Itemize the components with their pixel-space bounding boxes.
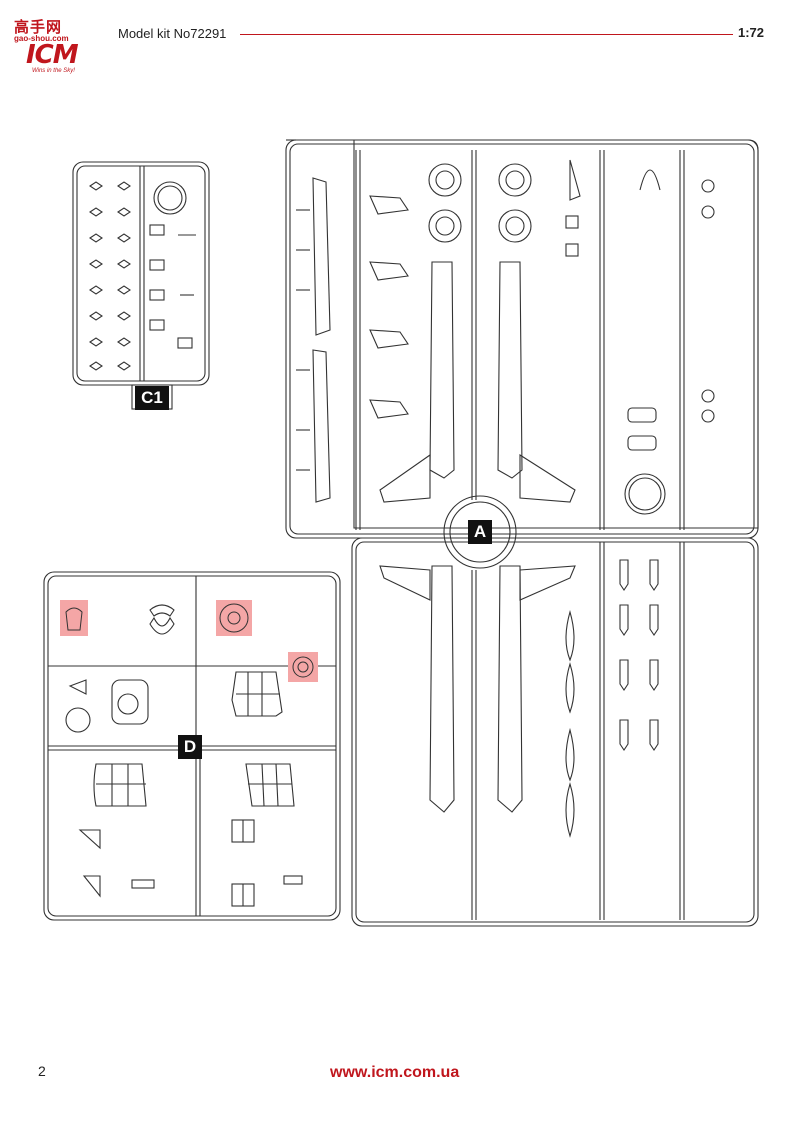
watermark-url: gao-shou.com — [14, 34, 69, 43]
page-number: 2 — [38, 1063, 46, 1079]
sprue-c1-frame — [72, 161, 210, 410]
sprue-a-small-parts — [565, 159, 715, 751]
sprue-a-frame — [285, 139, 759, 927]
sprue-a-gear-legs — [369, 195, 409, 419]
sprue-d-parts — [65, 604, 303, 907]
sprue-d-label: D — [178, 735, 202, 759]
sprue-c1-tabs — [89, 181, 196, 371]
scale-label: 1:72 — [738, 25, 765, 40]
sprue-a-wheels — [428, 163, 532, 243]
sprue-a-fuselage-lower — [379, 565, 576, 813]
website-link[interactable]: www.icm.com.ua — [330, 1064, 460, 1081]
sprue-a-label: A — [468, 520, 492, 544]
page-title: Model kit No72291 — [118, 26, 227, 41]
brand-tagline: Wins in the Sky! — [32, 68, 75, 74]
header-rule — [240, 34, 733, 35]
sprue-c1-label: C1 — [135, 386, 169, 410]
brand-logo: 高手网 gao-shou.com ICM Wins in the Sky! — [8, 10, 108, 80]
brand-name: ICM — [26, 40, 79, 70]
watermark-text: 高手网 — [14, 18, 63, 36]
sprue-a-ailerons — [296, 177, 331, 503]
sprue-a-fuselage-upper — [379, 261, 576, 503]
sprue-d-highlights — [60, 600, 318, 682]
sprue-a-propellers — [565, 609, 575, 838]
